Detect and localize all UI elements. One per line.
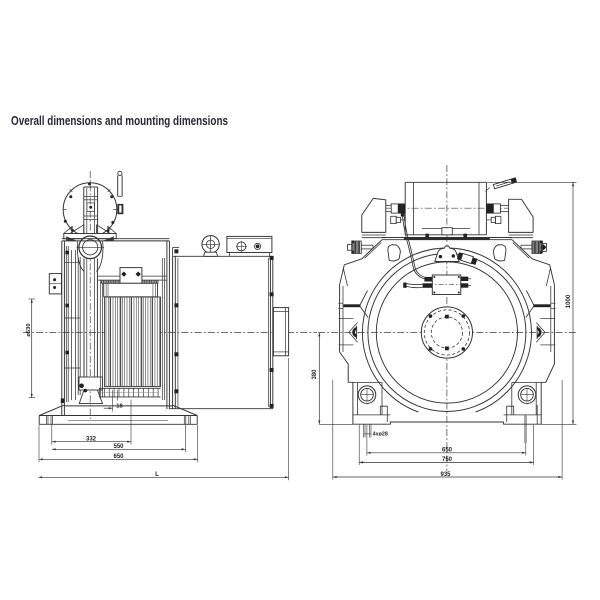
- svg-text:L: L: [155, 471, 159, 478]
- svg-text:332: 332: [86, 437, 97, 443]
- svg-text:650: 650: [113, 454, 124, 460]
- svg-text:650: 650: [442, 448, 453, 454]
- svg-text:750: 750: [442, 457, 453, 463]
- svg-text:18: 18: [116, 403, 123, 409]
- svg-text:380: 380: [312, 369, 318, 380]
- svg-text:ø530: ø530: [26, 323, 32, 336]
- svg-text:4xø28: 4xø28: [373, 432, 388, 438]
- svg-text:1000: 1000: [566, 294, 572, 308]
- svg-text:935: 935: [440, 472, 451, 478]
- svg-text:Overall dimensions and mountin: Overall dimensions and mounting dimensio…: [11, 113, 228, 128]
- svg-text:550: 550: [113, 444, 124, 450]
